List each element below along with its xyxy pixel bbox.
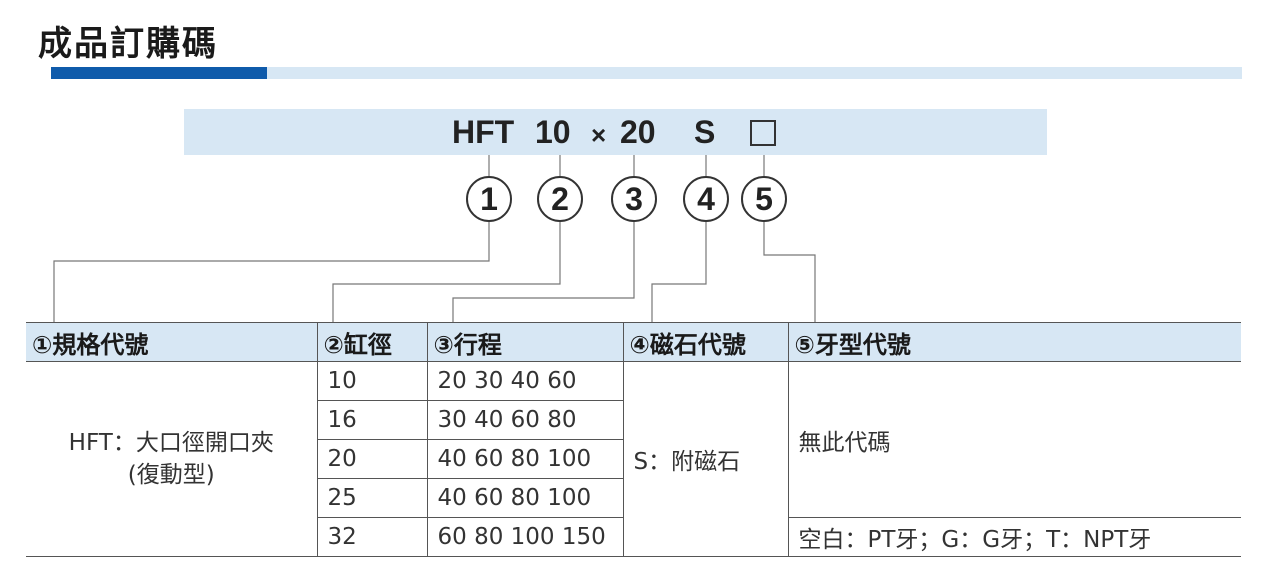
table-row: HFT：大口徑開口夾 (復動型) 10 20 30 40 60 S：附磁石 無此…	[26, 361, 1241, 557]
marker-4: 4	[683, 176, 729, 222]
order-code-band	[184, 109, 1047, 155]
stroke-cell: 40 60 80 100	[426, 478, 623, 518]
marker-3: 3	[611, 176, 657, 222]
bore-cell: 25	[317, 478, 428, 518]
spec-code-line1: HFT：大口徑開口夾	[68, 430, 274, 456]
spec-code-cell: HFT：大口徑開口夾 (復動型)	[26, 361, 318, 557]
bore-cell: 16	[317, 400, 428, 440]
thread-none-cell: 無此代碼	[787, 361, 1241, 518]
bore-cell: 10	[316, 361, 428, 401]
table-row: 16 30 40 60 80	[26, 400, 1241, 440]
header-stroke: ③行程	[426, 322, 624, 362]
marker-5: 5	[741, 176, 787, 222]
stroke-cell: 40 60 80 100	[426, 439, 623, 479]
header-thread: ⑤牙型代號	[787, 322, 1241, 362]
stroke-cell: 60 80 100 150	[426, 517, 624, 557]
table-row: 32 60 80 100 150 空白：PT牙；G：G牙；T：NPT牙	[26, 517, 1241, 557]
code-stroke: 20	[620, 114, 656, 150]
code-magnet: S	[694, 114, 716, 150]
marker-2: 2	[537, 176, 583, 222]
marker-1: 1	[466, 176, 512, 222]
bore-cell: 32	[317, 517, 428, 557]
title-underline-accent	[51, 67, 267, 79]
code-separator: ×	[591, 120, 607, 150]
title-underline	[267, 67, 1242, 79]
thread-options-cell: 空白：PT牙；G：G牙；T：NPT牙	[787, 517, 1241, 557]
code-bore: 10	[535, 114, 571, 150]
header-magnet: ④磁石代號	[622, 322, 789, 362]
order-code-table: ①規格代號 ②缸徑 ③行程 ④磁石代號 ⑤牙型代號 HFT：大口徑開口夾 (復動…	[26, 322, 1241, 557]
magnet-cell: S：附磁石	[622, 361, 789, 557]
stroke-cell: 20 30 40 60	[426, 361, 624, 401]
page-title: 成品訂購碼	[38, 24, 218, 64]
table-row: 20 40 60 80 100	[26, 439, 1241, 479]
spec-code-line2: (復動型)	[127, 462, 215, 488]
table-header-row: ①規格代號 ②缸徑 ③行程 ④磁石代號 ⑤牙型代號	[26, 322, 1241, 362]
code-thread-box	[750, 120, 776, 146]
code-series: HFT	[452, 114, 515, 150]
bore-cell: 20	[317, 439, 428, 479]
stroke-cell: 30 40 60 80	[426, 400, 623, 440]
table-row: 25 40 60 80 100	[26, 478, 1241, 518]
header-spec-code: ①規格代號	[26, 322, 318, 362]
header-bore: ②缸徑	[316, 322, 428, 362]
